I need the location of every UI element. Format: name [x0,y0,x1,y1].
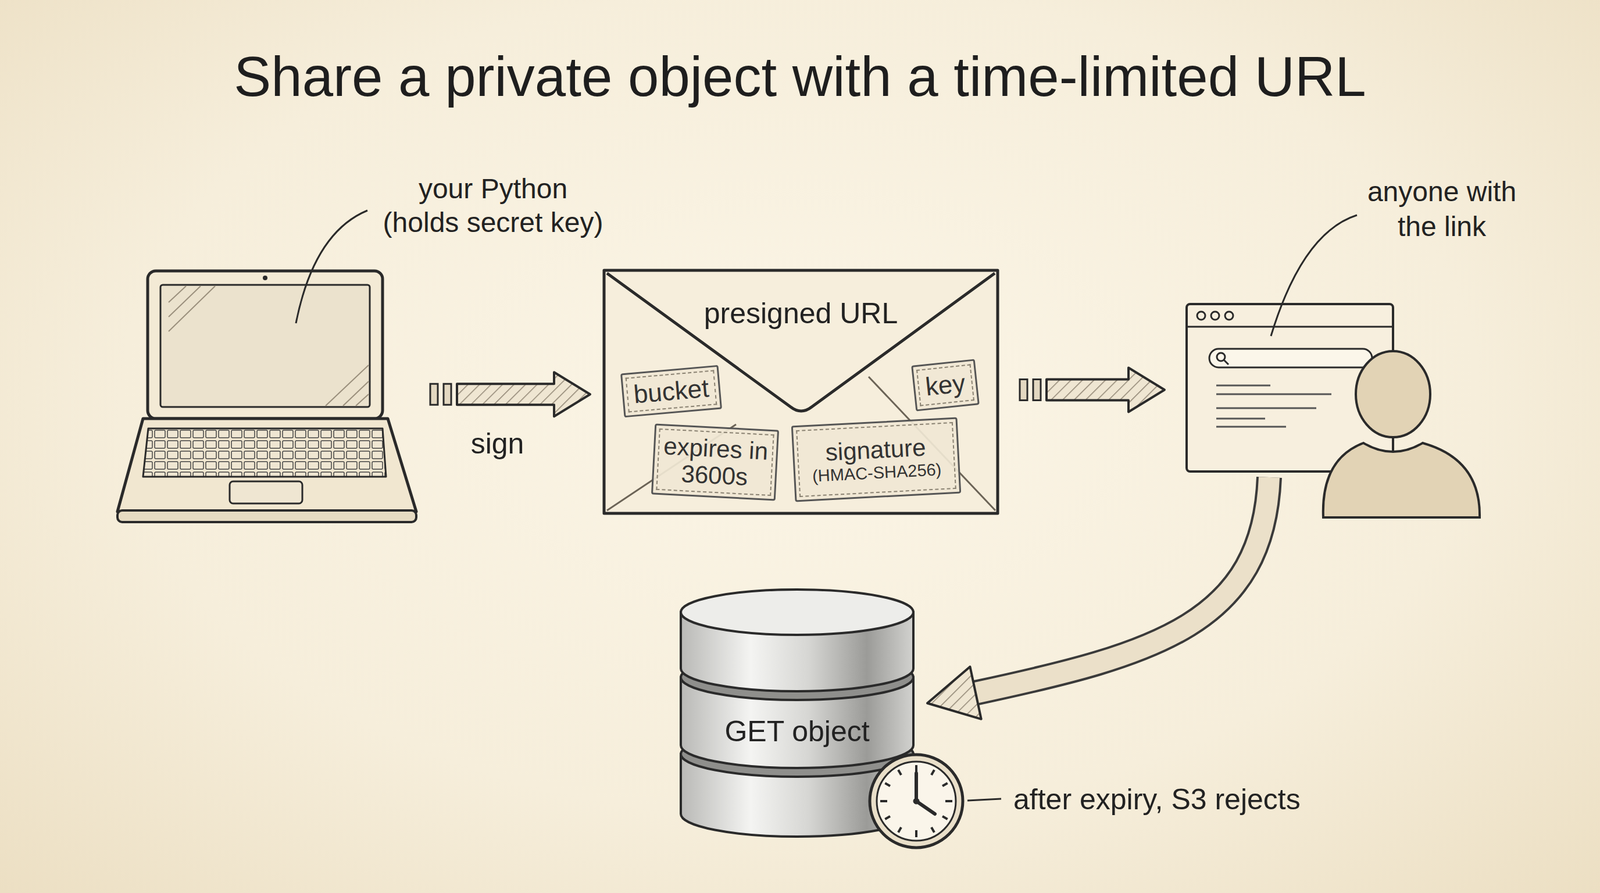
arrow-tail-mark [430,383,438,405]
arrow-body [975,477,1270,694]
clock-face [869,754,963,848]
leader-line [1270,215,1357,337]
browser-titlebar [1186,326,1394,328]
laptop-trackpad [229,481,303,504]
laptop-keyboard [143,428,387,477]
stamp-box: key [911,358,980,412]
clock-hand [916,801,935,814]
arrow-head [927,666,982,720]
arrow-tail-mark [443,383,452,405]
leader-line [295,210,368,324]
laptop-node: your Python (holds secret key) [116,270,417,524]
envelope-body [604,270,998,514]
arrow-tail-mark [1019,379,1028,401]
diagram-title: Share a private object with a time-limit… [0,43,1600,110]
clock-face [876,761,956,841]
node-text: GET object [680,713,914,749]
browser-dot [1225,311,1234,320]
envelope-illustration [604,270,998,514]
laptop-base [117,418,417,512]
arrow-body [1046,368,1165,413]
browser-dot [1211,311,1220,320]
laptop-illustration [117,270,417,523]
stamp-box: bucket [620,365,723,418]
node-text: bucket [632,373,710,409]
arrow-tail-mark [1033,379,1041,401]
node-text: expires in 3600s [653,431,778,492]
envelope-flap [606,273,995,412]
laptop-camera [262,275,268,281]
leader-line [967,798,1002,801]
arrow-body [456,372,591,417]
node-text: anyone with the link [1360,174,1524,245]
clock-hand [914,773,919,802]
database-node: GET object [680,589,914,837]
clock-ticks [880,765,953,838]
arrow-outline [975,477,1270,694]
person-body [1323,443,1480,518]
cylinder-top [680,589,914,635]
node-text: key [923,369,967,402]
node-text: presigned URL [604,295,998,331]
laptop-screen [160,284,370,407]
search-icon [1223,359,1229,365]
envelope-node: presigned URL bucket key expires in 3600ssi… [604,270,998,514]
stamp-box: signature(HMAC-SHA256) [791,417,962,503]
laptop-lid [147,270,383,419]
search-bar [1209,348,1373,368]
node-text: your Python (holds secret key) [379,172,607,240]
browser-illustration [1186,304,1480,518]
clock-icon [869,754,963,848]
stamp-box: expires in 3600s [651,423,780,501]
flow-arrow [430,372,591,417]
note-label: after expiry, S3 rejects [1013,781,1421,817]
screen-hatching [168,286,369,406]
page-lines [1216,385,1332,427]
person-head [1355,351,1431,438]
laptop-base-edge [117,510,417,523]
flow-arrow [1019,368,1165,413]
clock-center [913,798,920,805]
edge-label: sign [410,426,585,462]
browser-dot [1197,311,1206,320]
browser-node: anyone with the link [1186,304,1394,472]
flow-arrow [927,477,1270,720]
search-icon [1216,352,1225,362]
